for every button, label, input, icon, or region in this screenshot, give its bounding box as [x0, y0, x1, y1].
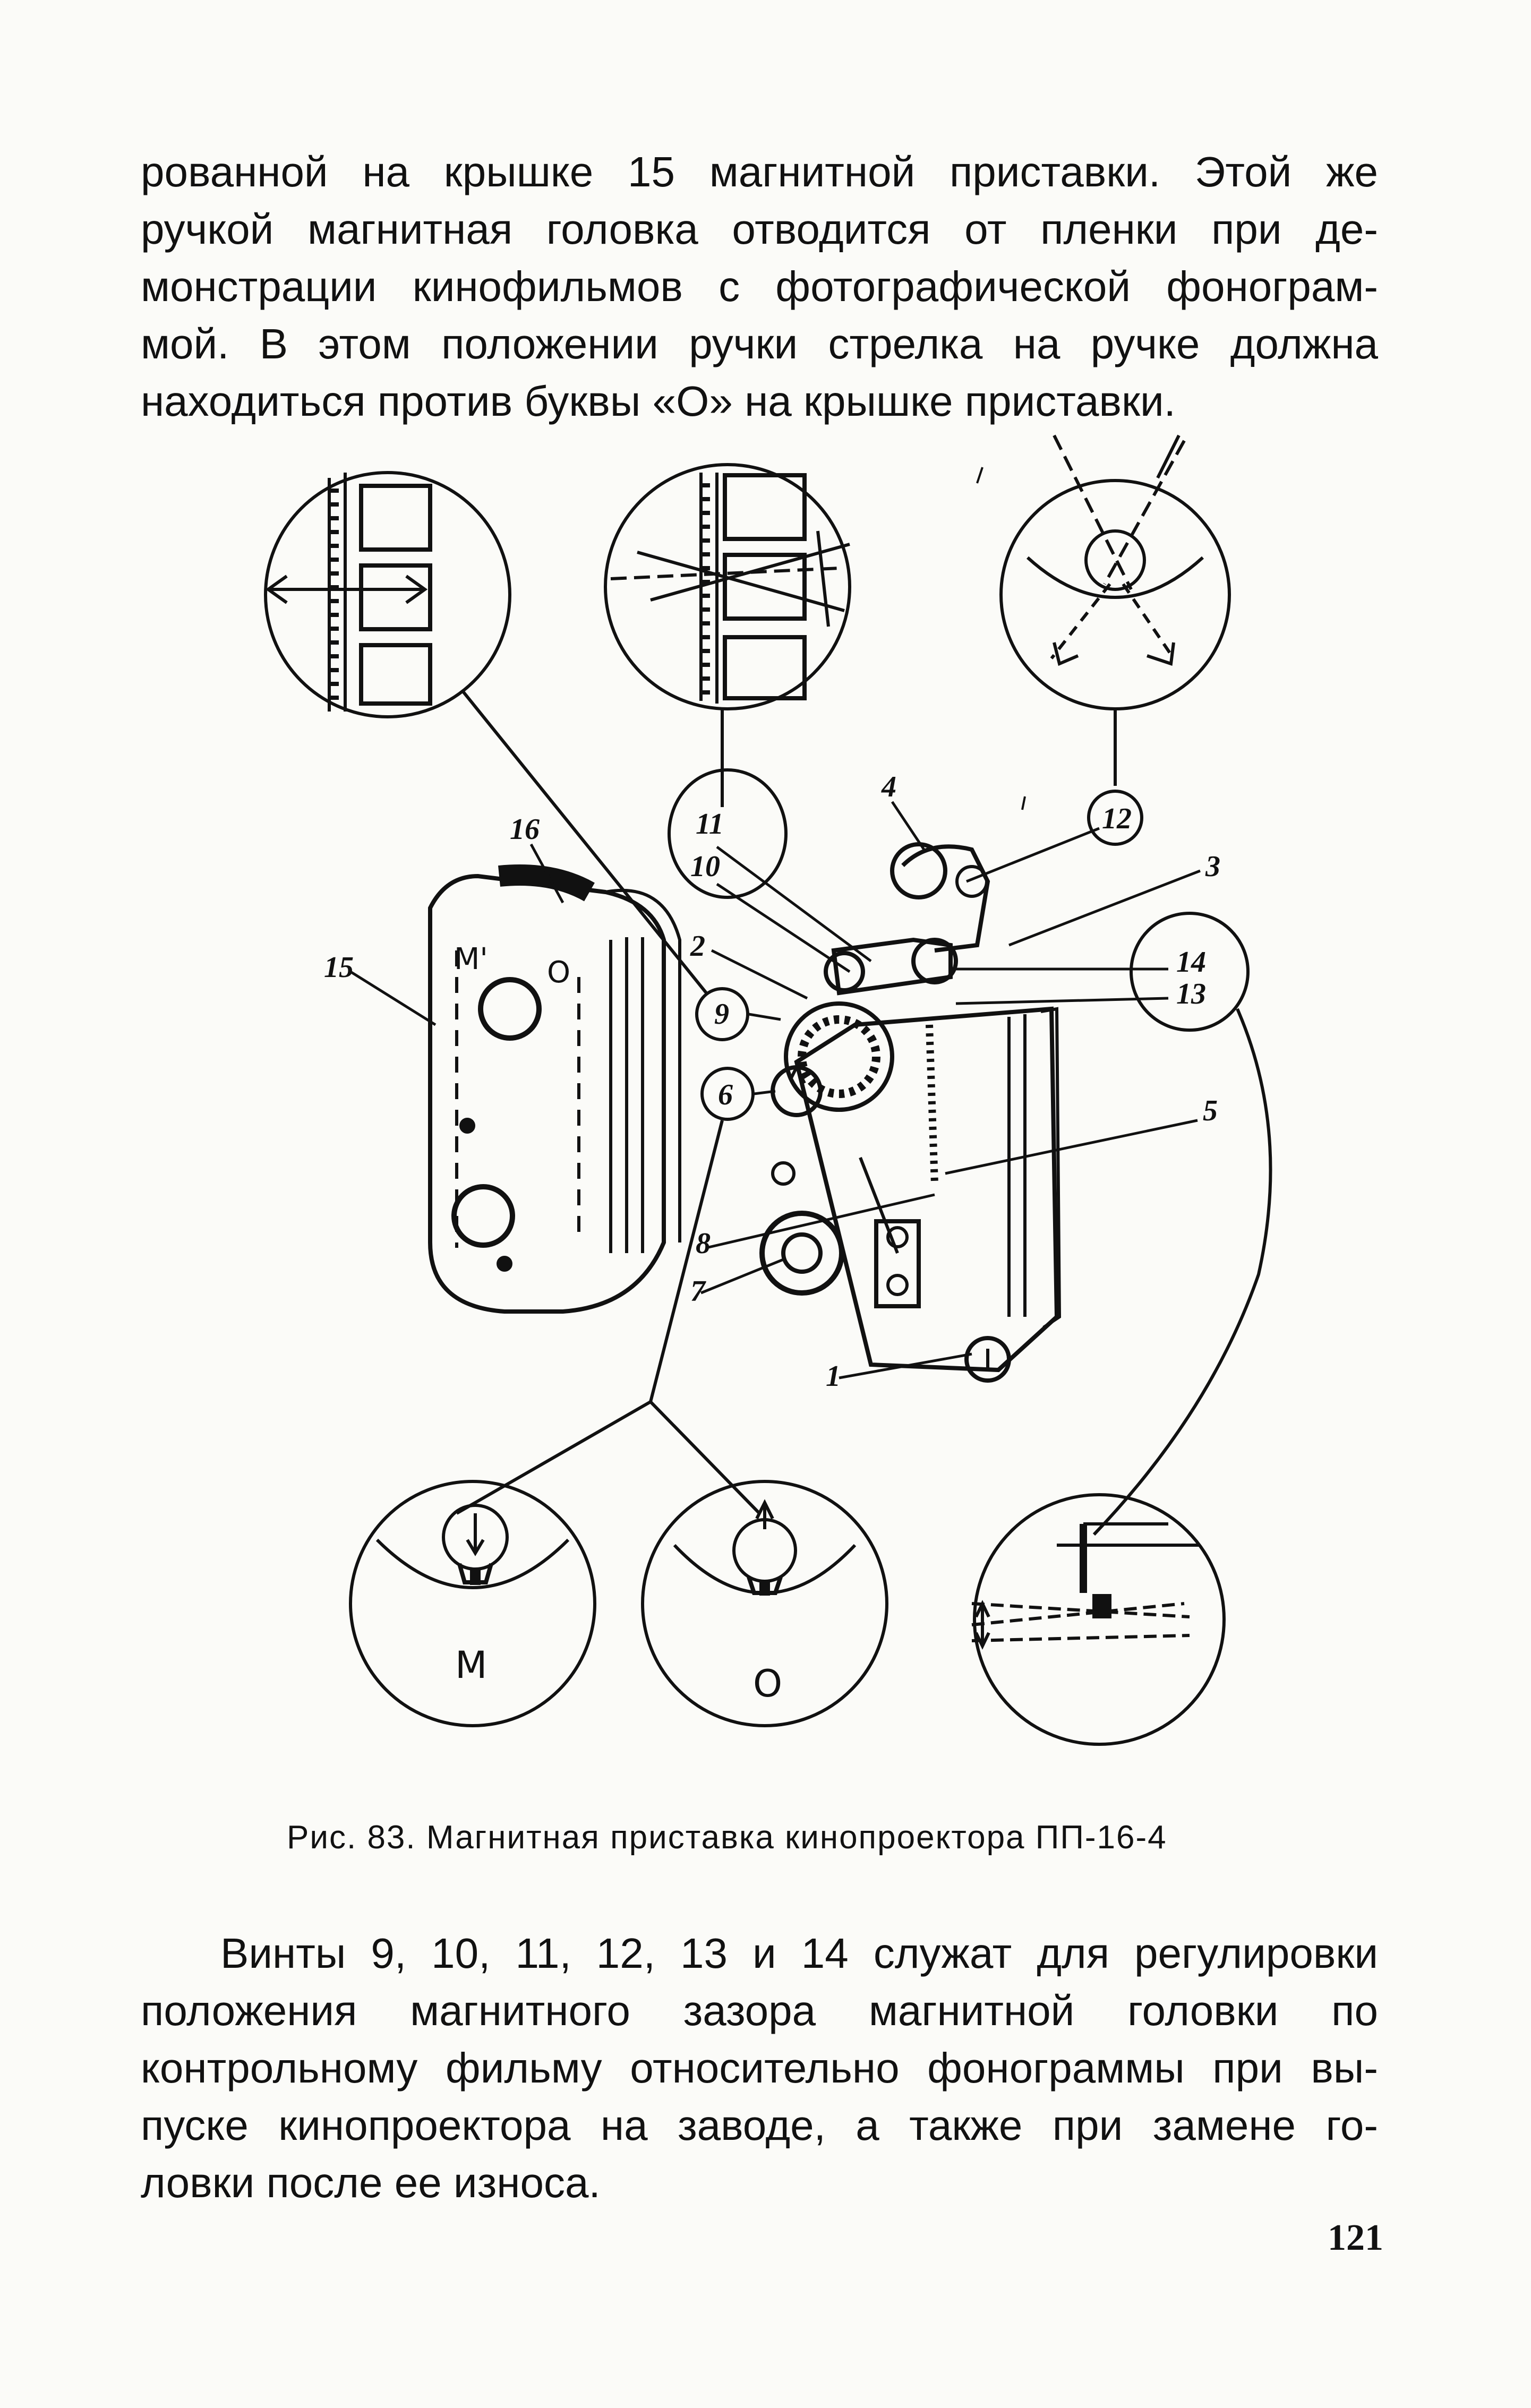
cover-mark-m-prime: М' [454, 942, 488, 976]
part-number-3: 3 [1205, 850, 1220, 883]
text-line: положения магнитного зазора магнитной го… [141, 1987, 1378, 2034]
scan-mark [1021, 796, 1026, 810]
leader-line [649, 1120, 724, 1402]
text-line: Винты 9, 10, 11, 12, 13 и 14 служат для … [220, 1930, 1378, 1977]
detail-circle-head-gap [971, 1493, 1226, 1746]
attachment-cover [428, 864, 681, 1314]
text-line: ручкой магнитная головка отводится от пл… [141, 205, 1378, 253]
text-line: пуске кинопроектора на заводе, а также п… [141, 2102, 1378, 2149]
detail-circle-knob [999, 434, 1231, 710]
part-number-5: 5 [1203, 1094, 1218, 1127]
scan-mark [976, 467, 983, 484]
callout-leaders [349, 801, 1201, 1379]
leader-line [649, 1400, 761, 1515]
figure-83: М' О [0, 414, 1531, 1805]
callout-11-10 [668, 768, 788, 899]
part-number-13: 13 [1176, 978, 1206, 1010]
magnetic-attachment-drawing: М' О [264, 434, 1272, 1746]
callout-6 [700, 1067, 755, 1121]
part-number-6: 6 [718, 1078, 733, 1111]
text-line: ловки после ее износа. [141, 2159, 601, 2206]
part-number-1: 1 [826, 1360, 841, 1393]
part-number-8: 8 [696, 1227, 711, 1260]
detail-circle-film-left [264, 471, 511, 718]
leader-line [1092, 1008, 1272, 1536]
callout-14-13 [1130, 912, 1250, 1032]
part-number-14: 14 [1176, 946, 1206, 979]
callout-9 [695, 987, 749, 1041]
detail-circle-position-m [349, 1480, 596, 1727]
cover-mark-o: О [547, 955, 570, 990]
text-line: монстрации кинофильмов с фотографической… [141, 263, 1378, 310]
part-number-9: 9 [714, 998, 729, 1031]
detail-circle-film-center [604, 463, 851, 710]
magnetic-head-assembly [759, 842, 1062, 1383]
page-number: 121 [1328, 2217, 1383, 2258]
part-number-10: 10 [690, 850, 720, 883]
detail-circle-position-o [641, 1480, 888, 1727]
text-line: рованной на крышке 15 магнитной приставк… [141, 148, 1378, 195]
body-paragraph-bottom: Винты 9, 10, 11, 12, 13 и 14 служат для … [141, 1925, 1378, 2212]
text-line: контрольному фильму относительно фоногра… [141, 2044, 1378, 2092]
text-line: мой. В этом положении ручки стрелка на р… [141, 320, 1378, 367]
part-number-12: 12 [1102, 802, 1132, 835]
figure-caption: Рис. 83. Магнитная приставка кинопроекто… [287, 1819, 1167, 1856]
part-number-4: 4 [881, 770, 896, 803]
position-letter-o: О [753, 1662, 782, 1706]
text-line: находиться против буквы «О» на крышке пр… [141, 378, 1176, 425]
leader-line [456, 1400, 652, 1515]
position-letter-m: М [455, 1643, 487, 1687]
part-number-11: 11 [696, 808, 724, 841]
part-number-2: 2 [690, 930, 705, 963]
part-number-15: 15 [324, 951, 354, 984]
body-paragraph-top: рованной на крышке 15 магнитной приставк… [141, 143, 1378, 430]
callout-12 [1087, 790, 1143, 846]
part-number-16: 16 [510, 813, 540, 846]
